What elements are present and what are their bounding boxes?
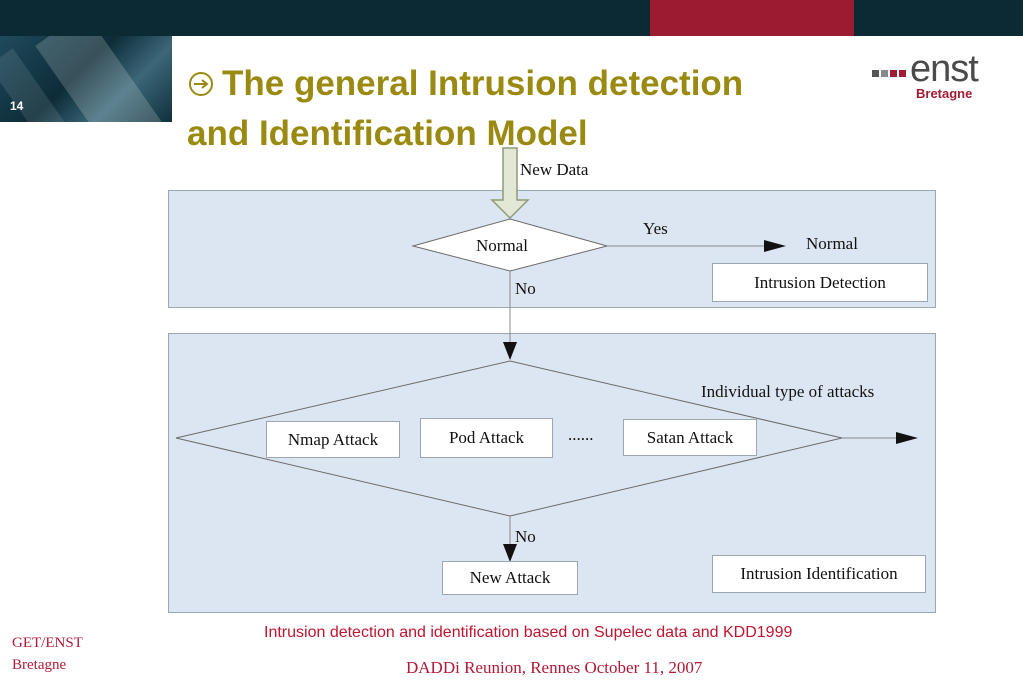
nmap-attack-box: Nmap Attack — [266, 421, 400, 458]
figure-caption: Intrusion detection and identification b… — [264, 624, 793, 641]
new-attack-box: New Attack — [442, 561, 578, 595]
logo-main-text: enst — [910, 48, 979, 90]
no-label-bottom: No — [515, 527, 536, 546]
footer-org-line-1: GET/ENST — [12, 635, 83, 651]
satan-attack-box: Satan Attack — [623, 419, 757, 456]
page-title-line-1: The general Intrusion detection — [222, 64, 744, 103]
yes-arrowhead — [764, 240, 786, 252]
normal-output-label: Normal — [806, 234, 858, 253]
logo-sub-text: Bretagne — [916, 86, 973, 101]
down-arrowhead-1 — [503, 342, 517, 360]
enst-logo: enst Bretagne — [872, 48, 1002, 104]
top-bar-accent — [650, 0, 854, 36]
normal-decision-label: Normal — [476, 236, 528, 255]
slide-number: 14 — [10, 99, 24, 113]
down-arrowhead-2 — [503, 544, 517, 562]
input-arrow — [490, 147, 530, 220]
corner-decoration — [0, 36, 172, 122]
footer-event: DADDi Reunion, Rennes October 11, 2007 — [406, 658, 703, 677]
ellipsis-label: ...... — [568, 425, 594, 444]
footer-organization: GET/ENST Bretagne — [12, 632, 83, 676]
individual-types-label: Individual type of attacks — [701, 382, 875, 401]
intrusion-identification-box: Intrusion Identification — [712, 555, 926, 593]
new-data-label: New Data — [520, 160, 589, 179]
intrusion-detection-box: Intrusion Detection — [712, 263, 928, 302]
pod-attack-box: Pod Attack — [420, 418, 553, 458]
arrow-circle-icon — [189, 72, 213, 96]
page-title-line-2: and Identification Model — [187, 114, 588, 153]
footer-org-line-2: Bretagne — [12, 657, 67, 673]
yes-label: Yes — [643, 219, 668, 238]
individual-arrowhead — [896, 432, 918, 444]
no-label-top: No — [515, 279, 536, 298]
